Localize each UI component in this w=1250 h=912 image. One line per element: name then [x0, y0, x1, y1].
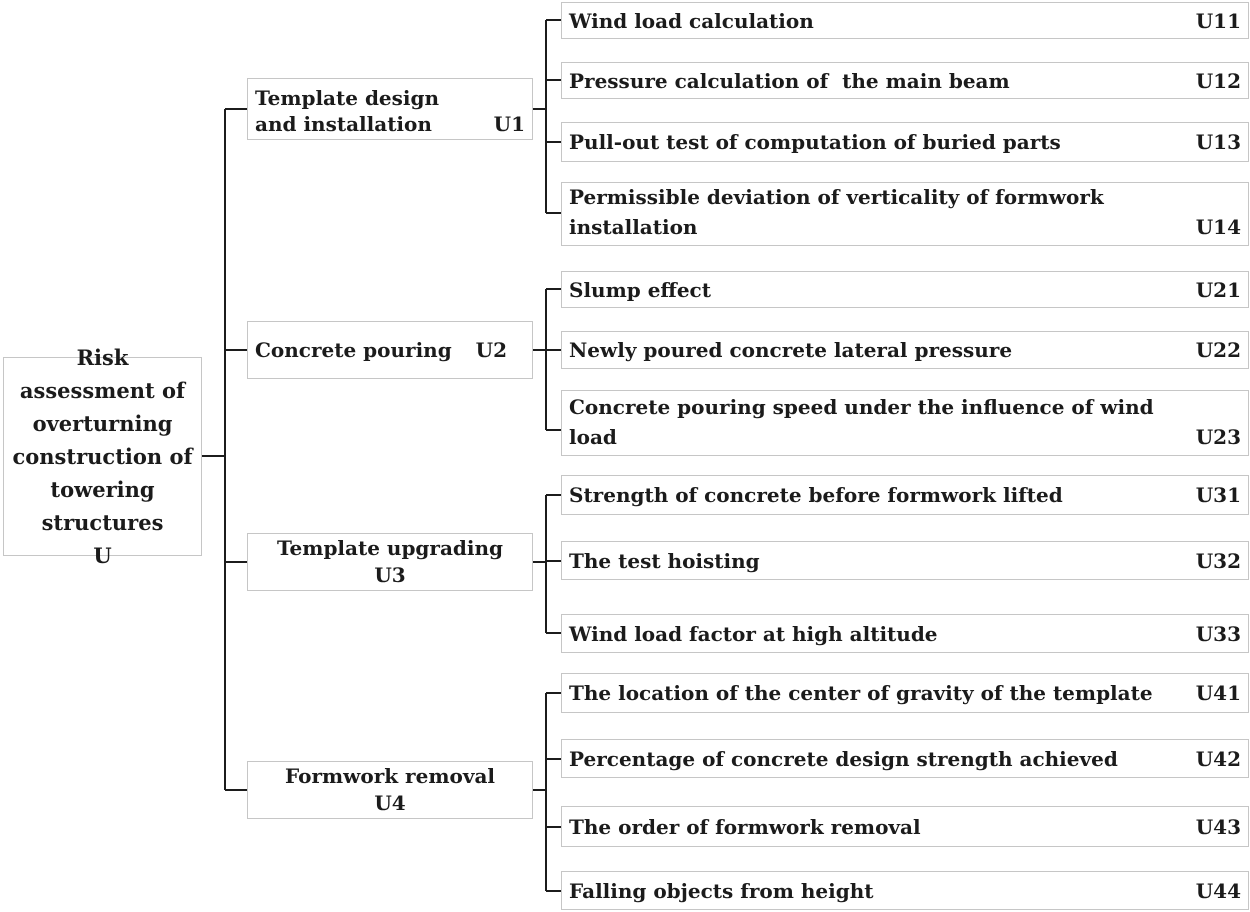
node-u1-code: U1 [493, 112, 525, 136]
node-u13: Pull-out test of computation of buried p… [561, 122, 1249, 162]
node-u32: The test hoisting U32 [561, 541, 1249, 580]
node-u4: Formwork removal U4 [247, 761, 533, 819]
node-root-label: Risk assessment of overturning construct… [12, 345, 200, 535]
node-u14-code: U14 [1195, 215, 1241, 239]
node-u13-label: Pull-out test of computation of buried p… [569, 130, 1061, 154]
node-u14-label: Permissible deviation of verticality of … [569, 185, 1111, 239]
branch4-connector [533, 692, 561, 892]
node-u12-label: Pressure calculation of the main beam [569, 68, 1010, 93]
node-u21-code: U21 [1195, 277, 1241, 302]
trunk-connector [202, 108, 247, 791]
node-u31-label: Strength of concrete before formwork lif… [569, 483, 1063, 507]
node-u33-code: U33 [1195, 621, 1241, 646]
node-u3-code: U3 [374, 563, 406, 587]
node-u43-code: U43 [1195, 814, 1241, 839]
node-u13-code: U13 [1195, 130, 1241, 154]
node-u32-code: U32 [1195, 548, 1241, 573]
node-root: Risk assessment of overturning construct… [3, 345, 202, 568]
node-u23-label: Concrete pouring speed under the influen… [569, 395, 1161, 449]
node-u44-label: Falling objects from height [569, 878, 874, 903]
node-u42-code: U42 [1195, 746, 1241, 771]
node-u2: Concrete pouring U2 [247, 321, 533, 379]
node-u43: The order of formwork removal U43 [561, 806, 1249, 847]
node-u21: Slump effect U21 [561, 271, 1249, 308]
node-u1: Template design and installation U1 [247, 78, 533, 140]
node-u11-code: U11 [1195, 8, 1241, 33]
node-u11-label: Wind load calculation [569, 8, 814, 33]
node-u21-label: Slump effect [569, 277, 711, 302]
node-u12-code: U12 [1195, 68, 1241, 93]
node-u4-label: Formwork removal [285, 764, 495, 788]
node-u33: Wind load factor at high altitude U33 [561, 614, 1249, 653]
node-u2-label: Concrete pouring [255, 338, 452, 362]
node-u3-label: Template upgrading [276, 536, 504, 560]
node-u31-code: U31 [1195, 483, 1241, 507]
node-u42: Percentage of concrete design strength a… [561, 739, 1249, 778]
node-u22: Newly poured concrete lateral pressure U… [561, 331, 1249, 369]
node-u44-code: U44 [1195, 878, 1241, 903]
node-u22-label: Newly poured concrete lateral pressure [569, 338, 1013, 362]
node-u32-label: The test hoisting [569, 548, 760, 573]
node-u42-label: Percentage of concrete design strength a… [569, 746, 1118, 771]
node-u33-label: Wind load factor at high altitude [569, 621, 938, 646]
node-u3: Template upgrading U3 [247, 533, 533, 591]
node-u22-code: U22 [1195, 338, 1241, 362]
branch1-connector [533, 19, 561, 214]
node-u11: Wind load calculation U11 [561, 2, 1249, 39]
node-u43-label: The order of formwork removal [569, 814, 921, 839]
node-u23: Concrete pouring speed under the influen… [561, 390, 1249, 456]
branch3-connector [533, 494, 561, 634]
node-u41-code: U41 [1195, 681, 1241, 705]
node-u2-code: U2 [475, 338, 507, 362]
node-u23-code: U23 [1195, 425, 1241, 449]
branch2-connector [533, 288, 561, 431]
node-u1-label: Template design and installation [255, 86, 447, 136]
node-root-code: U [93, 543, 112, 568]
node-u31: Strength of concrete before formwork lif… [561, 475, 1249, 515]
node-u41: The location of the center of gravity of… [561, 673, 1249, 713]
node-u14: Permissible deviation of verticality of … [561, 182, 1249, 246]
node-u41-label: The location of the center of gravity of… [569, 681, 1153, 705]
node-u12: Pressure calculation of the main beam U1… [561, 62, 1249, 99]
node-u44: Falling objects from height U44 [561, 871, 1249, 910]
node-u4-code: U4 [374, 791, 406, 815]
